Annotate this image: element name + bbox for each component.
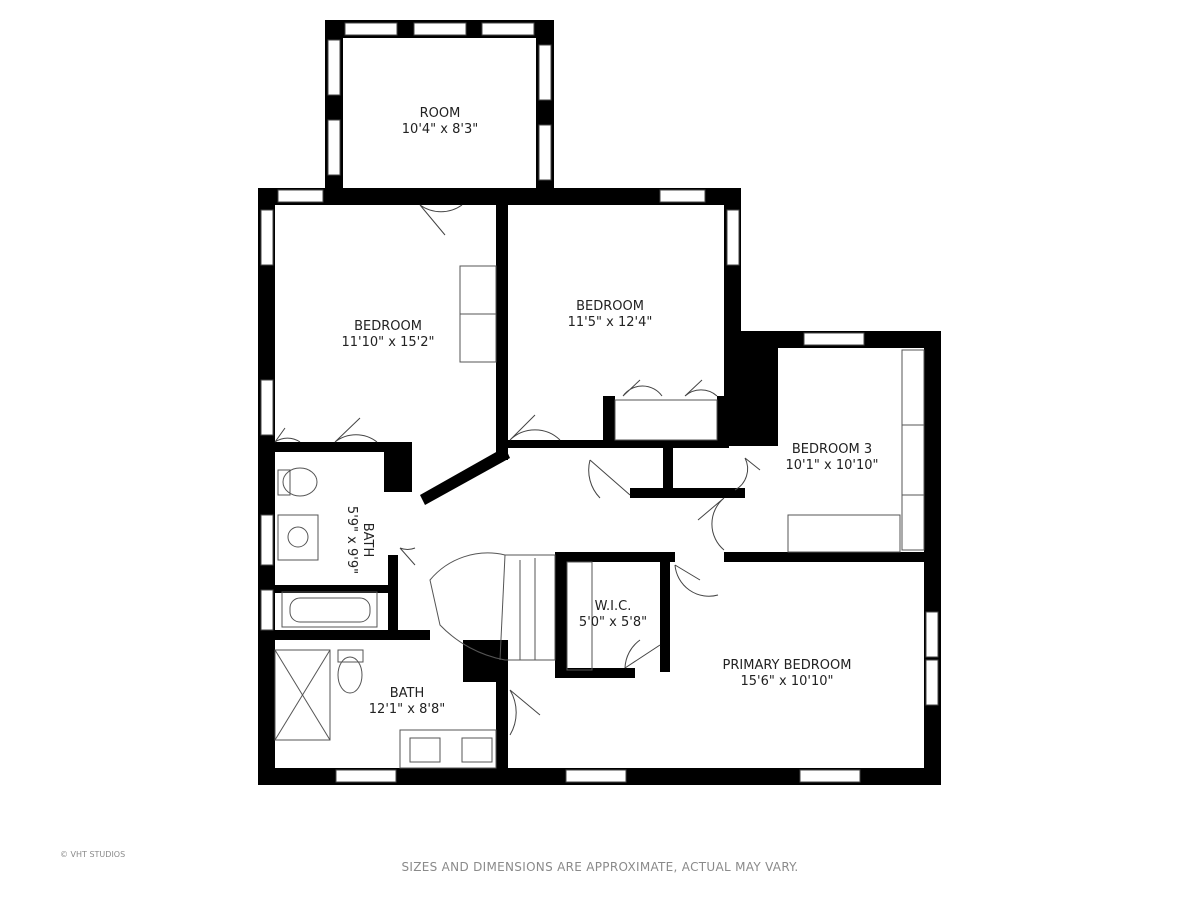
studio-credit: © VHT STUDIOS bbox=[60, 850, 126, 859]
room-dims-wic: 5'0" x 5'8" bbox=[579, 615, 647, 630]
room-dims-bath-upper: 5'9" x 9'9" bbox=[344, 506, 359, 574]
disclaimer: SIZES AND DIMENSIONS ARE APPROXIMATE, AC… bbox=[401, 860, 799, 874]
fixtures bbox=[274, 265, 925, 769]
room-dims-primary-bedroom: 15'6" x 10'10" bbox=[741, 674, 834, 689]
room-name-bedroom-center: BEDROOM bbox=[576, 299, 644, 314]
windows bbox=[260, 22, 939, 783]
room-dims-bedroom-center: 11'5" x 12'4" bbox=[568, 315, 653, 330]
room-name-bath-upper: BATH bbox=[360, 523, 375, 558]
room-name-primary-bedroom: PRIMARY BEDROOM bbox=[723, 658, 852, 673]
room-name-bedroom-west: BEDROOM bbox=[354, 319, 422, 334]
room-dims-bath-lower: 12'1" x 8'8" bbox=[369, 702, 445, 717]
room-dims-bedroom-west: 11'10" x 15'2" bbox=[342, 335, 435, 350]
room-dims-bedroom-3: 10'1" x 10'10" bbox=[786, 458, 879, 473]
room-name-bedroom-3: BEDROOM 3 bbox=[792, 442, 872, 457]
room-name-room: ROOM bbox=[420, 106, 461, 121]
room-labels: ROOM 10'4" x 8'3" BEDROOM 11'10" x 15'2"… bbox=[342, 106, 879, 717]
room-name-wic: W.I.C. bbox=[595, 599, 632, 614]
doors bbox=[274, 204, 761, 736]
room-name-bath-lower: BATH bbox=[390, 686, 425, 701]
room-dims-room: 10'4" x 8'3" bbox=[402, 122, 478, 137]
